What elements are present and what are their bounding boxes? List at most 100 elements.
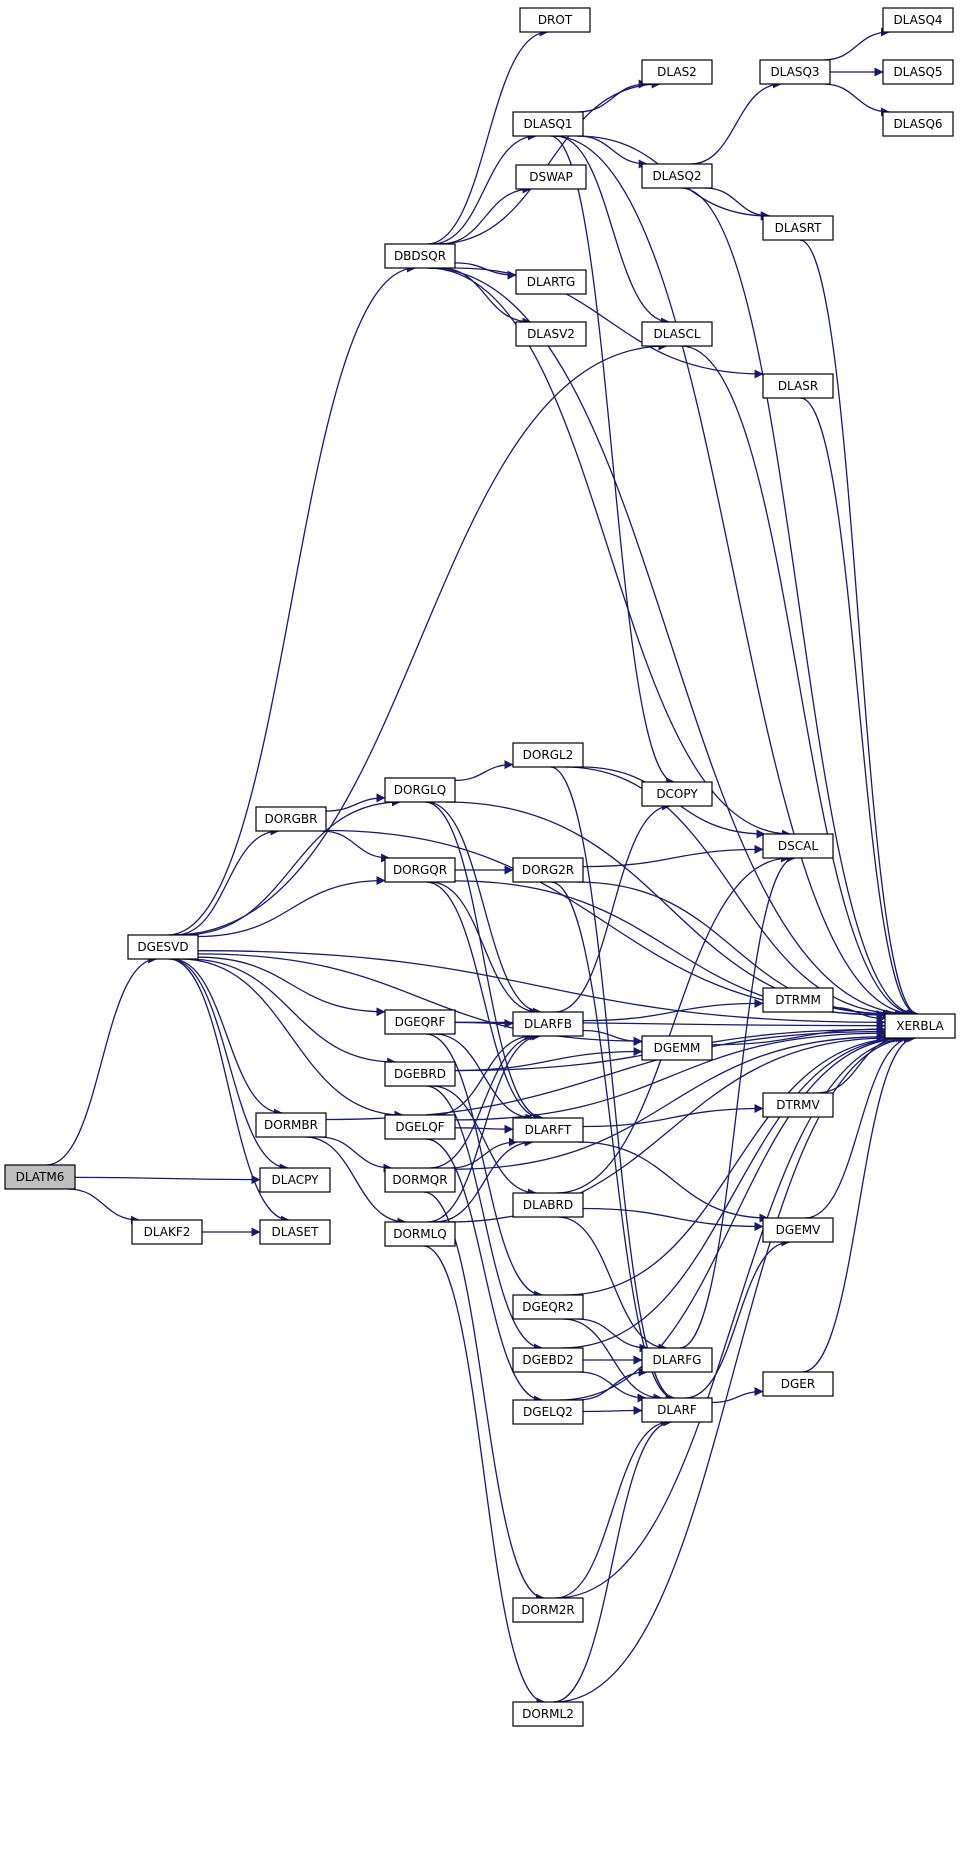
node-dlakf2[interactable]: DLAKF2 xyxy=(131,1219,203,1245)
node-dcopy[interactable]: DCOPY xyxy=(641,781,713,807)
node-dgeqrf[interactable]: DGEQRF xyxy=(384,1009,456,1035)
node-dgemm[interactable]: DGEMM xyxy=(641,1035,713,1061)
edge-arrow xyxy=(559,1033,909,1401)
node-label: DORGBR xyxy=(265,812,318,826)
node-label: DGEMM xyxy=(654,1041,701,1055)
node-label: DORGL2 xyxy=(523,748,574,762)
node-dlabrd[interactable]: DLABRD xyxy=(512,1192,584,1218)
node-dlasq5[interactable]: DLASQ5 xyxy=(882,59,954,85)
edge-dlarf-to-dger xyxy=(711,1387,764,1404)
node-dorglq[interactable]: DORGLQ xyxy=(384,777,456,803)
node-dorml2[interactable]: DORML2 xyxy=(512,1701,584,1727)
node-dlarfb[interactable]: DLARFB xyxy=(512,1011,584,1037)
edge-dormbr-to-dormqr xyxy=(319,1136,393,1173)
node-label: DLAS2 xyxy=(657,65,697,79)
node-label: DGELQF xyxy=(395,1120,444,1134)
node-dlasq6[interactable]: DLASQ6 xyxy=(882,111,954,137)
node-dgemv[interactable]: DGEMV xyxy=(762,1217,834,1243)
node-dorgqr[interactable]: DORGQR xyxy=(384,857,456,883)
edge-arrow xyxy=(561,1033,908,1349)
edge-dgesvd-to-dorgqr xyxy=(197,876,386,938)
node-label: DLARFT xyxy=(525,1123,572,1137)
edge-dgesvd-to-dgebrd xyxy=(187,958,397,1067)
node-dgelq2[interactable]: DGELQ2 xyxy=(512,1399,584,1425)
node-dlacpy[interactable]: DLACPY xyxy=(259,1167,331,1193)
node-dgesvd[interactable]: DGESVD xyxy=(127,934,199,960)
edge-arrow xyxy=(680,187,918,1019)
node-dlas2[interactable]: DLAS2 xyxy=(641,59,713,85)
edge-dorglq-to-dorgl2 xyxy=(454,760,514,782)
node-dormqr[interactable]: DORMQR xyxy=(384,1167,456,1193)
node-label: DGEBRD xyxy=(394,1067,446,1081)
node-box xyxy=(512,1701,584,1727)
node-dlarf[interactable]: DLARF xyxy=(641,1397,713,1423)
node-box xyxy=(641,321,713,347)
node-dswap[interactable]: DSWAP xyxy=(515,164,587,190)
node-box xyxy=(384,777,456,803)
node-dlasq1[interactable]: DLASQ1 xyxy=(512,111,584,137)
node-dscal[interactable]: DSCAL xyxy=(762,833,834,859)
node-dlasq4[interactable]: DLASQ4 xyxy=(882,7,954,33)
node-dlasr[interactable]: DLASR xyxy=(762,373,834,399)
edge-dorgbr-to-dorglq xyxy=(325,793,386,812)
node-dger[interactable]: DGER xyxy=(762,1371,834,1397)
edge-dlasq1-to-dlas2 xyxy=(577,79,648,113)
node-box xyxy=(384,857,456,883)
node-label: XERBLA xyxy=(896,1019,944,1033)
node-dgebd2[interactable]: DGEBD2 xyxy=(512,1347,584,1373)
edge-arrow xyxy=(426,801,542,1017)
node-dtrmv[interactable]: DTRMV xyxy=(762,1092,834,1118)
edge-arrow xyxy=(832,1006,886,1023)
node-dorg2r[interactable]: DORG2R xyxy=(512,857,584,883)
node-dlatm6[interactable]: DLATM6 xyxy=(4,1164,76,1190)
node-box xyxy=(259,1167,331,1193)
edge-arrow xyxy=(305,1136,407,1227)
node-dorgbr[interactable]: DORGBR xyxy=(255,806,327,832)
node-box xyxy=(384,1167,456,1193)
node-dgeqr2[interactable]: DGEQR2 xyxy=(512,1294,584,1320)
node-dlasrt[interactable]: DLASRT xyxy=(762,215,834,241)
node-box xyxy=(259,1219,331,1245)
node-dlascl[interactable]: DLASCL xyxy=(641,321,713,347)
node-label: DROT xyxy=(538,13,573,27)
node-dorm2r[interactable]: DORM2R xyxy=(512,1597,584,1623)
edge-dlarf-to-dgemv xyxy=(685,1237,791,1399)
edge-arrow xyxy=(426,27,549,245)
node-label: DLASET xyxy=(272,1225,320,1239)
node-xerbla[interactable]: XERBLA xyxy=(884,1013,956,1039)
edge-dgesvd-to-xerbla xyxy=(197,950,886,1027)
node-dormbr[interactable]: DORMBR xyxy=(255,1112,327,1138)
node-label: DGESVD xyxy=(137,940,188,954)
node-box xyxy=(762,373,834,399)
node-dlartg[interactable]: DLARTG xyxy=(515,269,587,295)
node-box xyxy=(641,781,713,807)
node-label: DGEQRF xyxy=(395,1015,446,1029)
node-box xyxy=(512,1597,584,1623)
node-box xyxy=(512,1117,584,1143)
node-dgebrd[interactable]: DGEBRD xyxy=(384,1061,456,1087)
node-label: DLASQ4 xyxy=(893,13,942,27)
node-label: DORGLQ xyxy=(394,783,446,797)
edge-arrow xyxy=(454,1028,886,1121)
edge-dgebd2-to-dlarf xyxy=(578,1371,647,1403)
node-label: DLARF xyxy=(657,1403,697,1417)
node-drot[interactable]: DROT xyxy=(519,7,591,33)
node-dlasq3[interactable]: DLASQ3 xyxy=(759,59,831,85)
edge-dlasq1-to-dlascl xyxy=(555,135,671,327)
node-dlarft[interactable]: DLARFT xyxy=(512,1117,584,1143)
node-dlasv2[interactable]: DLASV2 xyxy=(515,321,587,347)
edge-dgemv-to-xerbla xyxy=(805,1033,914,1219)
node-dormlq[interactable]: DORMLQ xyxy=(384,1221,456,1247)
node-dbdsqr[interactable]: DBDSQR xyxy=(384,243,456,269)
node-box xyxy=(512,1294,584,1320)
node-dgelqf[interactable]: DGELQF xyxy=(384,1114,456,1140)
node-dlarfg[interactable]: DLARFG xyxy=(641,1347,713,1373)
node-dtrmm[interactable]: DTRMM xyxy=(762,987,834,1013)
node-dlasq2[interactable]: DLASQ2 xyxy=(641,163,713,189)
node-label: DLASV2 xyxy=(527,327,575,341)
node-dorgl2[interactable]: DORGL2 xyxy=(512,742,584,768)
edge-arrow xyxy=(197,876,386,938)
edge-dgesvd-to-dorglq xyxy=(182,797,401,936)
edge-dlasq2-to-dlasq3 xyxy=(690,79,782,165)
node-dlaset[interactable]: DLASET xyxy=(259,1219,331,1245)
